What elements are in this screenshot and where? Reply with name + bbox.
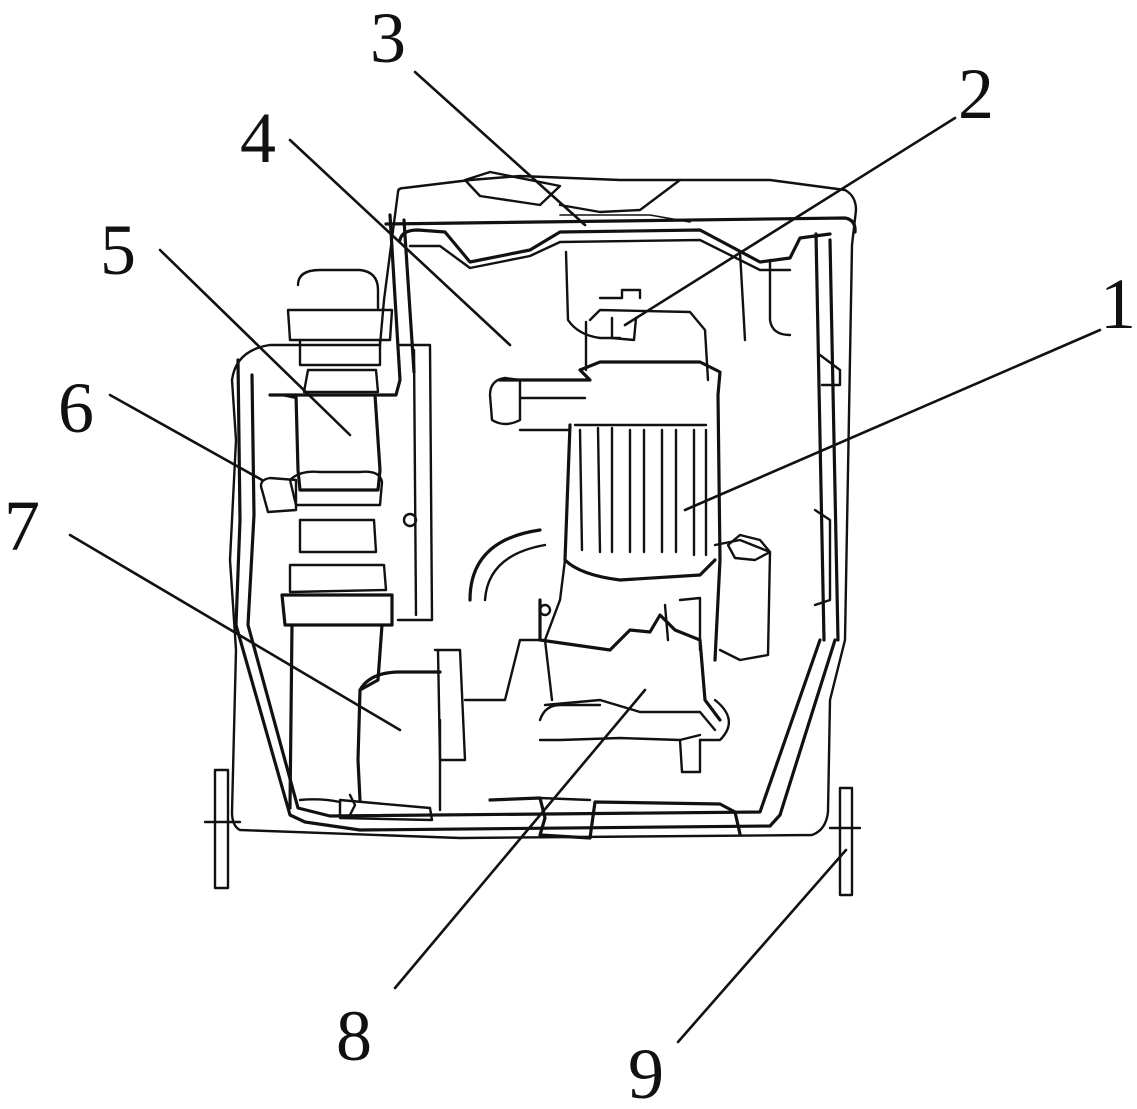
housing [228,174,858,840]
callout-6: 6 [58,368,94,448]
callout-4: 4 [240,98,276,178]
callout-labels: 1 2 3 4 5 6 7 8 9 [4,0,1136,1109]
callout-3: 3 [370,0,406,78]
pump-motor [488,360,772,702]
callout-8: 8 [336,996,372,1076]
impeller-housing [468,528,730,774]
mounting-brackets [203,768,862,897]
outlet-pipe [288,343,542,822]
float-switch [584,288,710,382]
callout-2: 2 [958,54,994,134]
check-valve [259,268,394,627]
top-lid [398,170,832,342]
bottom-inlet [488,796,742,840]
callout-9: 9 [628,1034,664,1109]
callout-5: 5 [100,210,136,290]
leader-lines [68,70,1102,1044]
callout-1: 1 [1100,264,1136,344]
callout-7: 7 [4,486,40,566]
